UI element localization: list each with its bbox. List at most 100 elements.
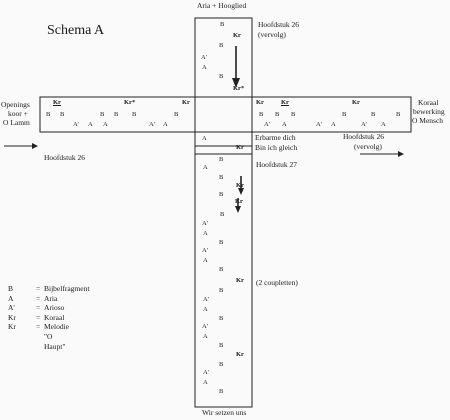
symbol-b: B [219, 239, 224, 246]
symbol-arioso: A' [203, 296, 209, 303]
symbol-aria: A [202, 64, 207, 71]
symbol-aria: A [203, 306, 208, 313]
center-text-erbarme: Erbarme dich [255, 133, 296, 142]
arrow-down-middle-2 [235, 198, 241, 213]
symbol-arioso: A' [316, 121, 322, 128]
symbol-b: B [100, 111, 105, 118]
legend-equals: = [36, 303, 41, 313]
symbol-b: B [342, 111, 347, 118]
symbol-arioso: A' [202, 220, 208, 227]
symbol-b: B [219, 315, 224, 322]
symbol-b: B [259, 111, 264, 118]
symbol-arioso: A' [203, 369, 209, 376]
symbol-arioso: A' [264, 121, 270, 128]
center-text-bin: Bin ich gleich [255, 143, 298, 152]
symbol-b: B [219, 388, 224, 395]
symbol-b: B [132, 111, 137, 118]
legend-equals: = [36, 293, 41, 303]
symbol-b: B [219, 361, 224, 368]
chapter-top-right-line-1: Hoofdstuk 26 [258, 20, 300, 29]
legend-equals: = [36, 322, 41, 332]
symbol-aria: A [203, 333, 208, 340]
symbol-b: B [220, 21, 225, 28]
symbol-kr: Kr [53, 99, 61, 106]
symbol-kr: Kr [233, 32, 241, 39]
symbol-b: B [219, 287, 224, 294]
symbol-b: B [219, 156, 224, 163]
horizontal-row-box [39, 96, 412, 133]
bottom-label: Wir setzen uns [202, 408, 247, 417]
symbol-b: B [219, 73, 224, 80]
symbol-kr: Kr [182, 99, 190, 106]
chapter-left: Hoofdstuk 26 [44, 153, 86, 162]
chapter-top-right-line-2: (vervolg) [258, 30, 286, 39]
legend-desc: Arioso [44, 303, 65, 313]
chapter-right-line-2: (vervolg) [354, 142, 382, 151]
symbol-b: B [291, 111, 296, 118]
symbol-b: B [174, 111, 179, 118]
legend-equals: = [36, 284, 41, 293]
symbol-kr: Kr [352, 99, 360, 106]
left-label-line-2: koor + [8, 109, 28, 118]
right-label-line-2: bewerking [413, 107, 445, 116]
symbol-kr: Kr [236, 277, 244, 284]
symbol-kr: Kr [256, 99, 264, 106]
symbol-b: B [219, 342, 224, 349]
right-label-line-3: O Mensch [412, 116, 444, 125]
symbol-b: B [371, 111, 376, 118]
symbol-kr: Kr [235, 198, 243, 205]
symbol-b: B [60, 111, 65, 118]
symbol-arioso: A' [361, 121, 367, 128]
couplets-note: (2 coupletten) [256, 278, 298, 287]
arrow-right-left [4, 143, 38, 149]
symbol-b: B [219, 266, 224, 273]
right-label-line-1: Koraal [418, 98, 439, 107]
symbol-b: B [220, 211, 225, 218]
symbol-aria: A [203, 230, 208, 237]
symbol-b: B [275, 111, 280, 118]
symbol-b: B [219, 191, 224, 198]
legend-key: Kr [8, 312, 16, 322]
symbol-kr-star: Kr* [124, 99, 136, 106]
symbol-aria: A [202, 135, 207, 142]
symbol-aria: A [88, 121, 93, 128]
legend-desc: Bijbelfragment [44, 284, 90, 293]
symbol-b: B [219, 174, 224, 181]
symbol-kr-star: Kr* [233, 85, 245, 92]
symbol-arioso: A' [201, 54, 207, 61]
legend-equals: = [36, 312, 41, 322]
arrow-down-top [232, 46, 240, 88]
symbol-aria: A [203, 164, 208, 171]
left-label-line-3: O Lamm [3, 118, 30, 127]
symbol-kr: Kr [236, 351, 244, 358]
arrow-down-middle-1 [238, 176, 244, 195]
symbol-arioso: A' [202, 247, 208, 254]
chapter-right-line-1: Hoofdstuk 26 [343, 132, 385, 141]
legend-desc: Aria [44, 293, 58, 303]
symbol-kr: Kr [236, 144, 244, 151]
legend-key: Kr [8, 322, 16, 332]
schema-title: Schema A [47, 23, 105, 38]
symbol-aria: A [282, 121, 287, 128]
legend-key: B [8, 284, 14, 293]
arrow-right-right [360, 151, 404, 157]
chapter-middle: Hoofdstuk 27 [256, 160, 298, 169]
legend-desc: Koraal [44, 312, 65, 322]
symbol-b: B [46, 111, 51, 118]
symbol-b: B [114, 111, 119, 118]
symbol-aria: A [331, 121, 336, 128]
symbol-arioso: A' [149, 121, 155, 128]
legend-desc: Melodie "O Haupt" [44, 322, 69, 351]
symbol-arioso: A' [73, 121, 79, 128]
symbol-b: B [396, 111, 401, 118]
legend-key: A [8, 293, 14, 303]
top-label: Aria + Hooglied [197, 1, 247, 10]
symbol-aria: A [203, 257, 208, 264]
symbol-aria: A [381, 121, 386, 128]
symbol-kr: Kr [281, 99, 289, 106]
symbol-aria: A [203, 379, 208, 386]
symbol-kr: Kr [236, 182, 244, 189]
symbol-arioso: A' [202, 323, 208, 330]
symbol-b: B [219, 42, 224, 49]
